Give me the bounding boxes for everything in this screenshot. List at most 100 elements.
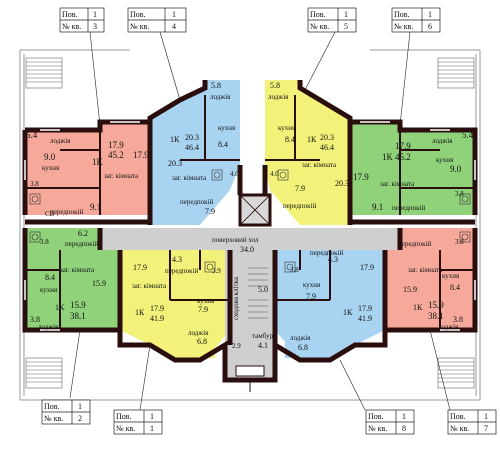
apt4-small: 4.0	[230, 170, 239, 178]
apt6-living-label: заг. кімната	[380, 180, 415, 188]
svg-text:1: 1	[172, 10, 176, 19]
apt2-small: 3.8	[40, 238, 49, 246]
apt3-kitchen-area: 9.0	[44, 152, 56, 162]
apt4-type: 1К	[170, 135, 180, 144]
svg-text:№ кв.: № кв.	[310, 22, 329, 31]
apt5-kitchen-area: 8.4	[285, 135, 295, 144]
apt7-loggia-label: лоджія	[438, 323, 459, 331]
tag-apt-4: Пов.1 № кв.4	[127, 7, 187, 33]
apt4-loggia-label: лоджія	[210, 93, 231, 101]
apt4-living-label: заг. кімната	[172, 174, 207, 182]
svg-text:Пов.: Пов.	[368, 412, 384, 421]
apt3-loggia-label: лоджія	[50, 137, 71, 145]
apt6-kitchen-label: кухня	[436, 156, 454, 164]
apt1-loggia-label: лоджія	[188, 329, 209, 337]
windows	[24, 121, 476, 331]
apt4-hall-label: передпокій	[180, 198, 214, 206]
svg-text:№ кв.: № кв.	[368, 424, 387, 433]
svg-text:№ кв.: № кв.	[394, 22, 413, 31]
apt6-loggia-area: 5.4	[462, 130, 474, 140]
apt8-living-area: 17.9	[358, 304, 372, 313]
apt3-extra: 17.9	[133, 150, 149, 160]
svg-text:Пов.: Пов.	[116, 412, 132, 421]
apt5-living-label: заг. кімната	[302, 161, 337, 169]
apt4-loggia-area: 5.8	[211, 81, 221, 90]
tag-apt-2: Пов.1 № кв.2	[41, 399, 91, 425]
apt2-loggia-area: 3.8	[30, 315, 40, 324]
apartment-7-area	[385, 228, 475, 330]
apt6-loggia-label: лоджія	[432, 137, 453, 145]
apt8-big: 17.9	[360, 263, 374, 272]
svg-text:3: 3	[93, 22, 97, 31]
apt5-total: 46.4	[320, 143, 334, 152]
loggia-bottom-left	[175, 330, 215, 358]
apt8-loggia-area: 6.8	[298, 343, 308, 352]
tag-apt-5: Пов. 1 № кв. 5	[307, 7, 357, 33]
apt7-small: 3.8	[455, 238, 464, 246]
apt3-hall-area: 9.1	[90, 202, 101, 212]
apt8-total: 41.9	[358, 314, 372, 323]
loggia-bottom-right	[285, 330, 325, 358]
apt8-loggia-label: лоджія	[290, 334, 311, 342]
apt7-living-area: 15.9	[428, 300, 444, 310]
apt6-small: 3.8	[455, 190, 464, 198]
svg-text:8: 8	[402, 424, 406, 433]
apt4-living-area: 20.3	[185, 133, 199, 142]
apt8-kitchen-label: кухня	[303, 281, 321, 289]
svg-text:1: 1	[344, 10, 348, 19]
apt7-living-big: 15.9	[403, 285, 417, 294]
svg-text:Пов.: Пов.	[310, 10, 326, 19]
svg-text:1: 1	[428, 10, 432, 19]
tag-apt-1: Пов.1 № кв.1	[113, 409, 163, 435]
leader-lines	[69, 31, 451, 411]
apt1-type: 1К	[135, 308, 145, 317]
stair-treads	[248, 267, 268, 319]
apartment-4-area	[150, 80, 240, 225]
apt2-kitchen-label: кухня	[40, 286, 58, 294]
apt5-loggia-label: лоджія	[268, 93, 289, 101]
apt6-kitchen-area: 9.0	[450, 164, 462, 174]
apartment-5-area	[265, 80, 350, 225]
apartment-2-area	[25, 228, 120, 330]
svg-text:7: 7	[484, 424, 488, 433]
entrance-marker	[235, 365, 265, 392]
corridor-area	[100, 228, 400, 380]
svg-text:4: 4	[172, 22, 176, 31]
walls	[22, 80, 478, 383]
corridor-area-value: 34.0	[240, 245, 254, 254]
corridor-label: поверховий хол	[212, 236, 259, 244]
apt2-kitchen-area: 8.4	[45, 273, 55, 282]
apt7-living-label: заг. кімната	[408, 266, 443, 274]
apt1-hall-label: передпокій	[165, 267, 199, 275]
apt4-big: 20.3	[168, 159, 182, 168]
tag-apt-7: Пов.1 № кв.7	[447, 409, 497, 435]
apt2-living-area: 15.9	[70, 300, 86, 310]
apt3-type: 1К	[92, 157, 104, 167]
apt8-hall-label: передпокій	[310, 249, 344, 257]
svg-text:1: 1	[150, 412, 154, 421]
apt2-living-big: 15.9	[92, 279, 106, 288]
apt1-kitchen-area: 7.9	[198, 305, 208, 314]
svg-text:Пов.: Пов.	[450, 412, 466, 421]
apt1-big: 17.9	[133, 263, 147, 272]
svg-text:1: 1	[78, 402, 82, 411]
stair-area-value: 5.0	[258, 285, 268, 294]
apt4-kitchen-area: 8.4	[218, 140, 228, 149]
apartment-3-area	[25, 122, 150, 215]
apt4-hall-area: 7.9	[205, 207, 215, 216]
apt8-hall-area: 4.3	[328, 255, 338, 264]
apt3-loggia-area: 5.4	[26, 130, 38, 140]
svg-text:1: 1	[150, 424, 154, 433]
loggia-top-right	[265, 80, 300, 95]
apt5-small: 4.0	[270, 170, 279, 178]
svg-text:Пов.: Пов.	[62, 10, 78, 19]
tambur-small-area: 2.9	[232, 342, 241, 350]
apt8-type: 1К	[343, 308, 353, 317]
apt4-kitchen-label: кухня	[218, 124, 236, 132]
tag-apt-3: Пов.1 № кв.3	[59, 7, 105, 33]
apt7-kitchen-label: кухня	[442, 272, 460, 280]
svg-text:5: 5	[344, 22, 348, 31]
apt2-hall-label: передпокій	[65, 240, 99, 248]
apt2-hall-area: 6.2	[78, 229, 88, 238]
apt5-kitchen-label: кухня	[278, 124, 296, 132]
